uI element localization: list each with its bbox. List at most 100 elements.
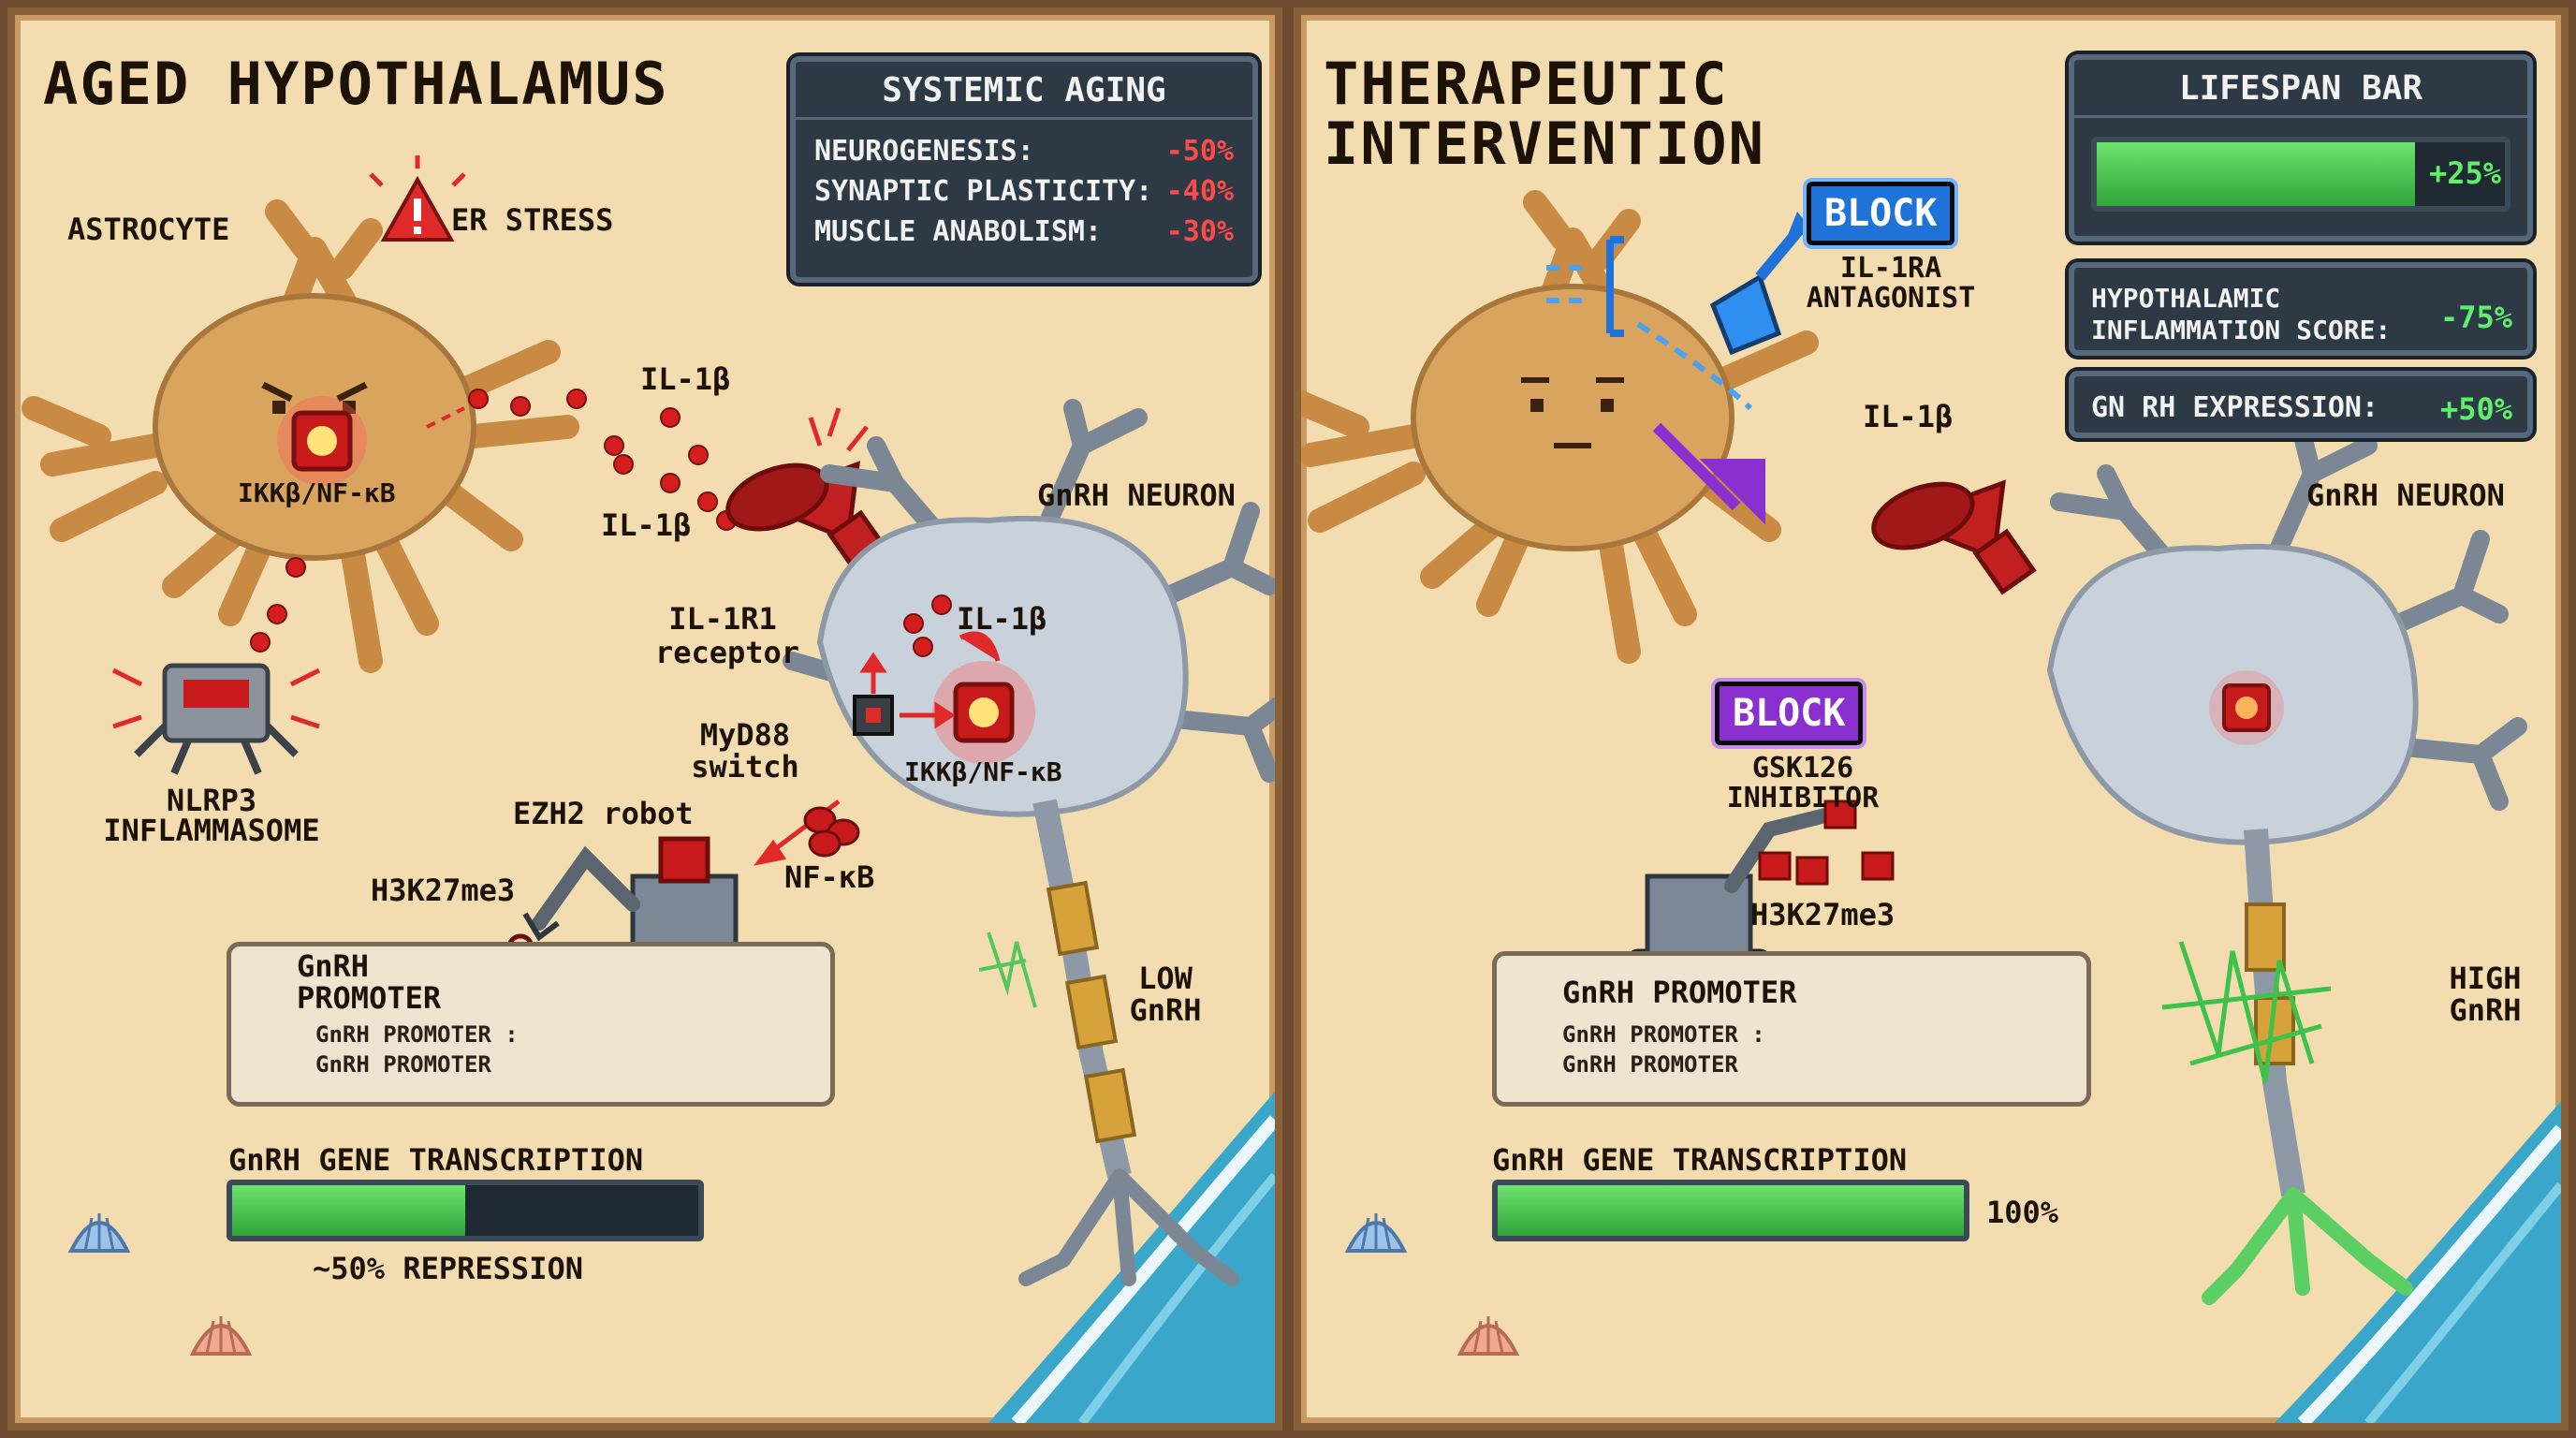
inflammation-label: INFLAMMATION SCORE:	[2091, 315, 2392, 345]
shell-icon	[189, 1316, 253, 1356]
myd88-switch	[853, 695, 894, 736]
transcription-bar	[1492, 1180, 1969, 1241]
stat-row: NEUROGENESIS: -50%	[796, 131, 1252, 171]
il1b-label: IL-1β	[640, 361, 731, 397]
il1b-particles	[250, 389, 737, 653]
gnrh-expression-label: GN RH EXPRESSION:	[2091, 391, 2379, 424]
er-stress-label: ER STRESS	[451, 202, 614, 238]
gnrh-neuron-aged	[783, 399, 1275, 1286]
stat-label: SYNAPTIC PLASTICITY:	[814, 175, 1153, 208]
low-gnrh-signal	[978, 932, 1037, 1008]
transcription-bar-fill	[1498, 1185, 1964, 1236]
high-gnrh-signal	[2161, 941, 2332, 1083]
ocean-shape	[2275, 1101, 2561, 1423]
gnrh-promoter-scroll: GnRH PROMOTER GnRH PROMOTER : GnRH PROMO…	[1492, 951, 2091, 1107]
transcription-label: GnRH GENE TRANSCRIPTION	[1492, 1142, 1908, 1178]
stat-row: SYNAPTIC PLASTICITY: -40%	[796, 171, 1252, 212]
transcription-label: GnRH GENE TRANSCRIPTION	[228, 1142, 644, 1178]
inflammation-value: -75%	[2439, 300, 2512, 335]
gnrh-expression-value: +50%	[2439, 391, 2512, 427]
promoter-title: GnRH	[297, 948, 370, 984]
lifespan-value: +25%	[2428, 155, 2501, 191]
warning-icon	[369, 155, 466, 242]
shell-icon	[67, 1213, 131, 1253]
neuron-cytokines	[903, 594, 952, 657]
systemic-aging-panel: SYSTEMIC AGING NEUROGENESIS: -50% SYNAPTI…	[790, 56, 1258, 283]
nfkb-cluster	[803, 806, 860, 858]
low-gnrh-label: GnRH	[1129, 992, 1202, 1028]
il1r1-receptor-funnel	[725, 407, 891, 577]
gnrh-neuron-label: GnRH NEURON	[1037, 477, 1236, 513]
astrocyte-label: ASTROCYTE	[67, 212, 230, 247]
h3k27me3-label: H3K27me3	[371, 873, 516, 908]
h3k27me3-cubes	[1758, 800, 1895, 886]
il1b-label: IL-1β	[957, 601, 1047, 637]
aged-hypothalamus-panel: AGED HYPOTHALAMUS SYSTEMIC AGING NEUROGE…	[7, 7, 1282, 1431]
transcription-value: 100%	[1986, 1195, 2059, 1230]
block-badge-il1ra: BLOCK	[1807, 182, 1955, 245]
gsk126-label: GSK126	[1751, 752, 1854, 785]
promoter-text: GnRH PROMOTER :	[315, 1021, 519, 1048]
signal-arrows	[754, 631, 1001, 866]
low-label: LOW	[1138, 961, 1193, 996]
stat-label: NEUROGENESIS:	[814, 135, 1034, 168]
antagonist-label: ANTAGONIST	[1806, 282, 1976, 315]
high-gnrh-label: GnRH	[2449, 992, 2522, 1028]
ocean-shape	[988, 1092, 1275, 1423]
inflammation-label: HYPOTHALAMIC	[2091, 283, 2281, 314]
systemic-aging-header: SYSTEMIC AGING	[796, 62, 1252, 120]
ikk-nfkb-label: IKKβ/NF-κB	[904, 756, 1062, 787]
shell-icon	[1456, 1316, 1520, 1356]
page-title: AGED HYPOTHALAMUS	[43, 50, 669, 118]
shell-icon	[1344, 1213, 1408, 1253]
promoter-text: GnRH PROMOTER :	[1562, 1021, 1765, 1048]
stat-value: -50%	[1165, 135, 1234, 168]
lifespan-bar-fill	[2097, 142, 2416, 206]
transcription-bar-fill	[232, 1185, 465, 1236]
gnrh-promoter-scroll: GnRH PROMOTER GnRH PROMOTER : GnRH PROMO…	[227, 942, 835, 1107]
high-label: HIGH	[2449, 961, 2522, 996]
therapeutic-intervention-panel: THERAPEUTIC INTERVENTION LIFESPAN BAR +2…	[1294, 7, 2569, 1431]
lifespan-bar	[2091, 137, 2510, 212]
ikk-nfkb-core-neuron	[932, 661, 1035, 764]
il1r1-label: IL-1R1	[668, 601, 777, 637]
astrocyte-cell-calm	[1301, 190, 1819, 664]
wave-foam	[1011, 1115, 1275, 1423]
nlrp3-label: NLRP3	[166, 783, 257, 818]
promoter-title: GnRH PROMOTER	[1562, 975, 1797, 1010]
receptor-label: receptor	[654, 635, 800, 670]
gnrh-neuron-healthy	[2046, 427, 2527, 1305]
nlrp3-inflammasome-robot	[111, 663, 321, 775]
promoter-text: GnRH PROMOTER	[315, 1051, 491, 1078]
lifespan-header: LIFESPAN BAR	[2074, 60, 2527, 118]
cytokine-trail	[426, 406, 465, 429]
il1b-label: IL-1β	[601, 507, 692, 543]
gsk126-label: INHIBITOR	[1726, 782, 1880, 814]
stat-value: -40%	[1165, 175, 1234, 208]
ikk-nfkb-core-astrocyte	[277, 396, 367, 486]
h3k27me3-label: H3K27me3	[1750, 897, 1895, 932]
switch-label: switch	[691, 749, 799, 785]
gsk126-arrow	[1652, 422, 1765, 525]
lifespan-panel: LIFESPAN BAR +25%	[2069, 54, 2533, 242]
gnrh-expression-panel: GN RH EXPRESSION: +50%	[2069, 371, 2533, 438]
antagonist-label: IL-1RA	[1839, 252, 1942, 285]
myd88-label: MyD88	[699, 717, 791, 753]
right-panel-artwork	[1301, 190, 2561, 1423]
wave-line	[2364, 1181, 2561, 1423]
stat-row: MUSCLE ANABOLISM: -30%	[796, 212, 1252, 252]
wave-foam	[2297, 1124, 2561, 1423]
il1b-label: IL-1β	[1863, 399, 1954, 434]
ezh2-robot-label: EZH2 robot	[513, 796, 694, 831]
wave-line	[1077, 1172, 1275, 1423]
repression-caption: ~50% REPRESSION	[313, 1251, 583, 1286]
il1r1-receptor-funnel	[1871, 479, 2037, 595]
ikk-nfkb-label: IKKβ/NF-κB	[238, 477, 396, 508]
stat-label: MUSCLE ANABOLISM:	[814, 215, 1103, 248]
promoter-title: PROMOTER	[297, 980, 442, 1016]
neuron-nucleus	[2209, 670, 2284, 745]
page-title: INTERVENTION	[1324, 110, 1765, 178]
stat-value: -30%	[1165, 215, 1234, 248]
page-title: THERAPEUTIC	[1324, 50, 1729, 118]
